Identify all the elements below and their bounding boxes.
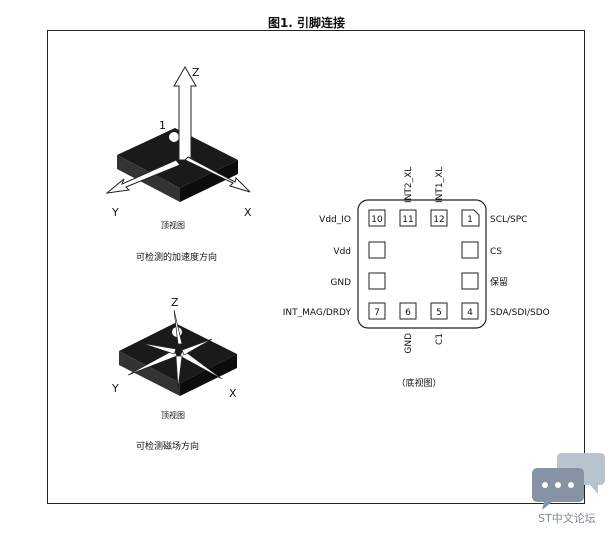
- mag-caption: 可检测磁场方向: [136, 440, 199, 452]
- mag-chip-left-face: [119, 351, 180, 396]
- pin-pad-7: [368, 302, 386, 320]
- accel-z-arrow: [173, 66, 197, 161]
- pin-number-4: 4: [467, 308, 473, 318]
- pin-name-int-mag-drdy: INT_MAG/DRDY: [283, 308, 352, 318]
- pin-name-int2-xl: INT2_XL: [404, 167, 414, 203]
- accel-z-label: Z: [192, 66, 200, 79]
- pin-name-int1-xl: INT1_XL: [435, 167, 445, 203]
- pin-number-11: 11: [402, 215, 413, 225]
- accel-caption: 可检测的加速度方向: [136, 251, 217, 263]
- mag-package-diagram: Z Y X 顶视图 可检测磁场方向: [111, 296, 237, 452]
- mag-y-label: Y: [111, 382, 119, 395]
- pin-number-5: 5: [436, 308, 442, 318]
- pin-pad-10: [368, 209, 386, 227]
- pin-name-reserved: 保留: [490, 276, 508, 288]
- accel-chip-right-face: [180, 160, 238, 202]
- accel-view-label: 顶视图: [161, 220, 185, 230]
- mag-z-label: Z: [171, 296, 179, 309]
- accel-chip-top: [117, 128, 238, 188]
- pin-name-scl-spc: SCL/SPC: [490, 215, 527, 225]
- accel-y-label: Y: [111, 206, 119, 219]
- mag-x-arrow: [179, 349, 223, 380]
- pin-pad-cs: [461, 241, 479, 259]
- pin-number-12: 12: [433, 215, 444, 225]
- pin-name-vdd-io: Vdd_IO: [319, 215, 351, 225]
- accel-package-diagram: Z 1 Y X 顶视图 可检测的加速度方向: [105, 66, 252, 263]
- mag-chip-right-face: [180, 354, 237, 396]
- pin-name-gnd-bottom: GND: [404, 333, 414, 354]
- pinout-diagram: 10 11 12 1 7 6 5 4 Vdd_IO Vdd GND INT_MA…: [283, 167, 550, 389]
- figure-title: 图1. 引脚连接: [267, 16, 346, 30]
- accel-pin1-dot: [169, 132, 179, 142]
- pin-name-vdd: Vdd: [333, 247, 351, 257]
- accel-y-arrow: [105, 159, 181, 194]
- pin-pad-vdd: [368, 241, 386, 259]
- pin-number-10: 10: [371, 215, 383, 225]
- chat-bubbles-icon: [532, 453, 605, 510]
- pin-number-1: 1: [467, 215, 473, 225]
- pin-pad-1: [461, 209, 480, 227]
- mag-neg-x-arrow: [140, 342, 177, 355]
- pin-name-c1: C1: [435, 333, 445, 345]
- mag-view-label: 顶视图: [161, 410, 185, 420]
- package-outline: [357, 199, 487, 329]
- pin-pad-6: [399, 302, 417, 320]
- accel-chip-left-face: [117, 155, 180, 202]
- pin-name-gnd-left: GND: [330, 278, 351, 288]
- pin-pad-5: [430, 302, 448, 320]
- pin-pad-gnd-left: [368, 272, 386, 290]
- accel-x-label: X: [244, 206, 252, 219]
- pin-pad-11: [399, 209, 417, 227]
- pin-number-6: 6: [405, 308, 411, 318]
- pin-pad-4: [461, 302, 479, 320]
- mag-neg-z-arrow: [175, 355, 183, 389]
- mag-z-arrow: [173, 309, 183, 345]
- pin-pad-reserved: [461, 272, 479, 290]
- figure-frame: [47, 30, 585, 504]
- pin-number-7: 7: [374, 308, 380, 318]
- pinout-caption: （底视图）: [396, 377, 441, 389]
- mag-y-arrow: [127, 349, 178, 376]
- accel-x-arrow: [184, 156, 251, 193]
- accel-pin1-label: 1: [159, 119, 166, 132]
- pin-name-cs: CS: [490, 247, 502, 257]
- pin-pad-12: [430, 209, 448, 227]
- pin-name-sda-sdi-sdo: SDA/SDI/SDO: [490, 308, 550, 318]
- mag-neg-y-arrow: [181, 338, 213, 356]
- mag-x-label: X: [229, 387, 237, 400]
- watermark-text: ST中文论坛: [538, 512, 596, 525]
